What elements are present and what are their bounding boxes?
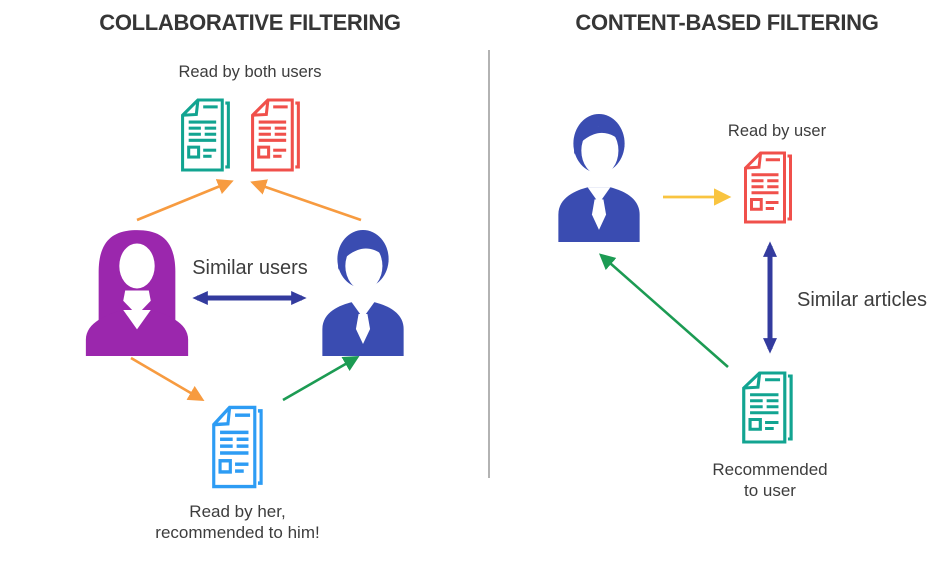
read-by-user-label: Read by user [727, 122, 827, 140]
left-panel-title: COLLABORATIVE FILTERING [99, 10, 401, 35]
article-icon-teal-right [742, 371, 793, 444]
article-icon-red-left [251, 98, 300, 172]
man-to-read-docs-arrow [250, 179, 362, 222]
woman-to-read-docs-arrow [136, 179, 234, 222]
similar-articles-label: Similar articles [796, 289, 928, 311]
recommended-article-to-user-arrow [598, 253, 729, 368]
read-by-both-users-label: Read by both users [178, 63, 322, 81]
woman-to-blue-article-arrow [130, 356, 205, 402]
article-icon-teal-left [181, 98, 230, 172]
right-panel-title: CONTENT-BASED FILTERING [575, 10, 879, 35]
recommended-to-user-label: Recommended to user [712, 460, 828, 501]
article-icon-blue [212, 405, 263, 489]
blue-article-to-man-arrow [282, 355, 360, 402]
similar-users-label: Similar users [192, 257, 308, 279]
woman-user-icon [85, 230, 189, 356]
man-user-icon-right [558, 114, 640, 242]
man-user-icon-left [322, 230, 404, 356]
article-icon-red-right [744, 151, 792, 224]
read-by-her-label: Read by her, recommended to him! [155, 502, 320, 543]
